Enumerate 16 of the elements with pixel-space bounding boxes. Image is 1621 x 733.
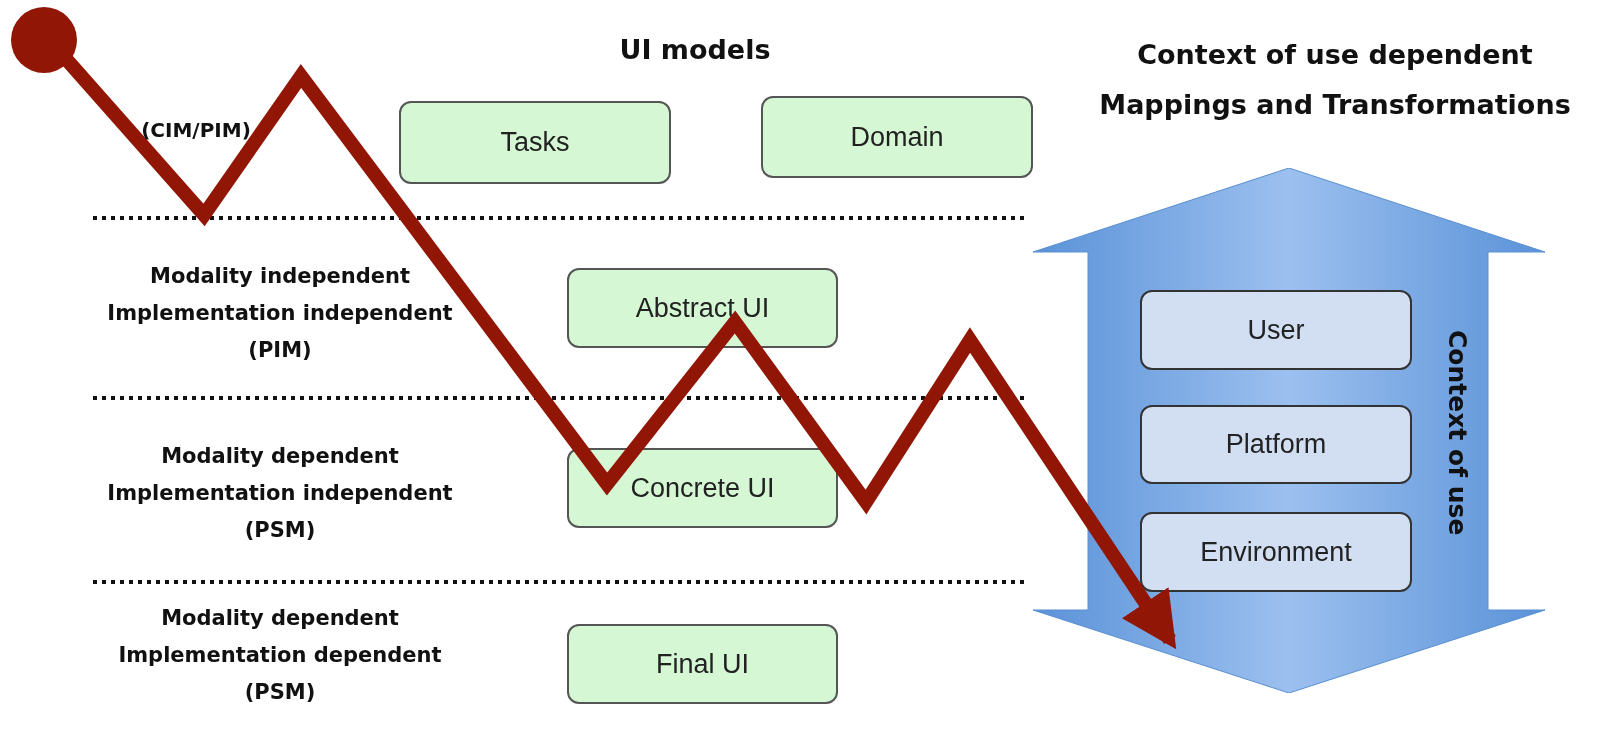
model-box: Final UI <box>567 624 838 704</box>
layer-label: Modality dependent Implementation independent (PSM) <box>106 443 454 544</box>
model-box: User <box>1140 290 1412 370</box>
model-box: Platform <box>1140 405 1412 484</box>
vertical-label: Context of use <box>1442 329 1472 538</box>
model-box: Abstract UI <box>567 268 838 348</box>
layer-label: (CIM/PIM) <box>140 117 252 144</box>
model-box: Concrete UI <box>567 448 838 528</box>
layer-label: Modality independent Implementation independent (PIM) <box>106 263 454 364</box>
heading: Context of use dependent Mappings and Transformations <box>1098 38 1572 122</box>
model-box: Tasks <box>399 101 671 184</box>
heading: UI models <box>618 33 772 67</box>
model-box: Domain <box>761 96 1033 178</box>
double-arrow <box>1033 168 1545 693</box>
layer-label: Modality dependent Implementation dependent (PSM) <box>117 605 443 706</box>
model-box: Environment <box>1140 512 1412 592</box>
